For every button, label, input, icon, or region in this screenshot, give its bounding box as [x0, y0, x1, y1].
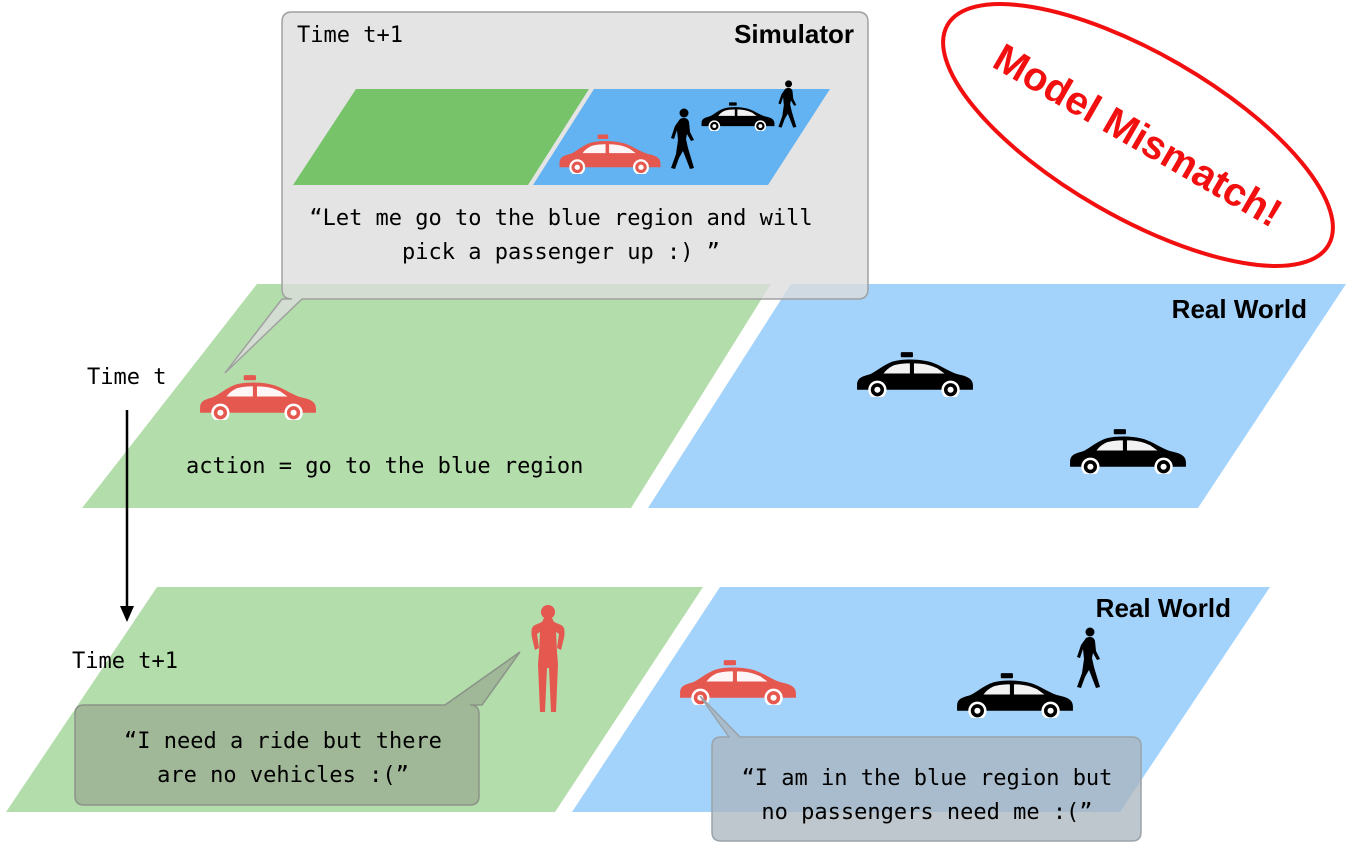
time-arrow — [120, 410, 134, 622]
simulator-quote-line2: pick a passenger up :) ” — [402, 240, 720, 265]
driver-quote-line1: “I am in the blue region but — [742, 766, 1113, 791]
simulator-green-region — [293, 89, 589, 185]
model-mismatch-badge: Model Mismatch! — [941, 2, 1335, 268]
driver-quote-line2: no passengers need me :(” — [761, 800, 1092, 825]
region-title-time-t: Real World — [1172, 294, 1307, 324]
passenger-quote-line1: “I need a ride but there — [124, 729, 442, 754]
driver-speech-bubble: “I am in the blue region but no passenge… — [699, 695, 1142, 842]
simulator-time-label: Time t+1 — [297, 23, 403, 48]
time-label-t: Time t — [87, 365, 166, 390]
passenger-speech-bubble: “I need a ride but there are no vehicles… — [74, 651, 521, 806]
time-label-t1: Time t+1 — [72, 649, 178, 674]
simulator-quote-line1: “Let me go to the blue region and will — [309, 206, 812, 231]
action-label: action = go to the blue region — [186, 454, 583, 479]
region-title-time-t1: Real World — [1096, 593, 1231, 623]
passenger-quote-line2: are no vehicles :(” — [157, 763, 409, 788]
simulator-title: Simulator — [734, 19, 854, 49]
simulator-bubble: Time t+1 Simulator “Let me go to the blu… — [224, 11, 869, 374]
